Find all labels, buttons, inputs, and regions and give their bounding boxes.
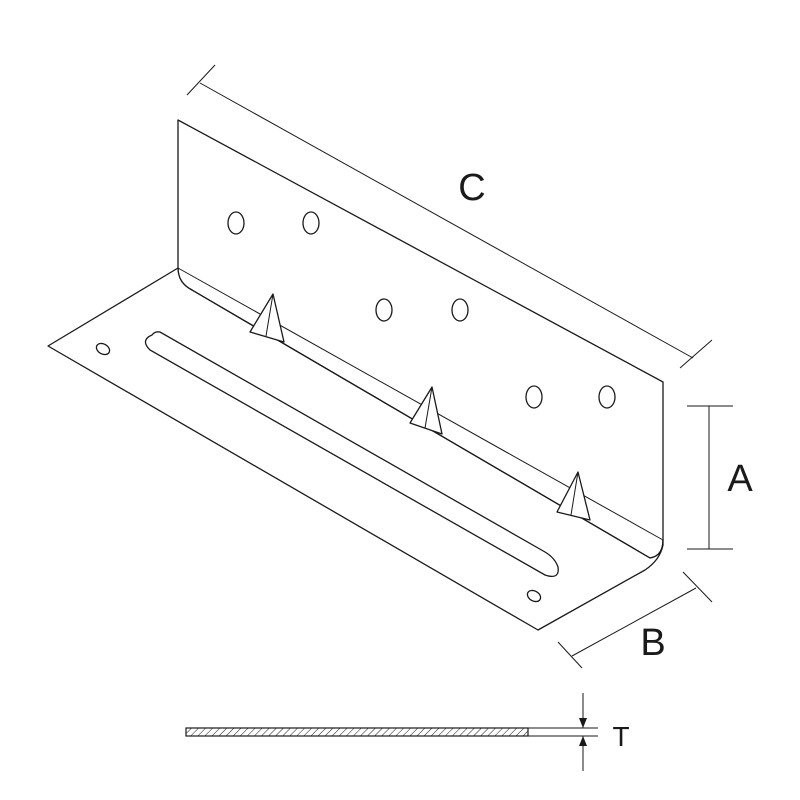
base-hole — [95, 342, 111, 356]
flange-hole — [451, 298, 469, 322]
spike — [556, 471, 591, 521]
base-hole — [526, 589, 542, 603]
flange-hole — [525, 385, 543, 409]
thickness-section: T — [185, 693, 630, 771]
dimension-c-label: C — [458, 167, 485, 209]
dimension-c: C — [186, 64, 713, 369]
dimension-t-label: T — [612, 721, 629, 752]
flange-hole — [227, 211, 245, 235]
dimension-b-label: B — [640, 622, 665, 664]
flange-hole — [302, 211, 320, 235]
flange-hole — [375, 298, 393, 322]
slot — [144, 331, 559, 578]
flange-hole — [598, 385, 616, 409]
dimension-a-label: A — [727, 458, 753, 500]
dimension-b: B — [557, 571, 713, 669]
spike — [249, 293, 285, 343]
spike — [409, 386, 443, 435]
dimension-a: A — [687, 405, 753, 550]
